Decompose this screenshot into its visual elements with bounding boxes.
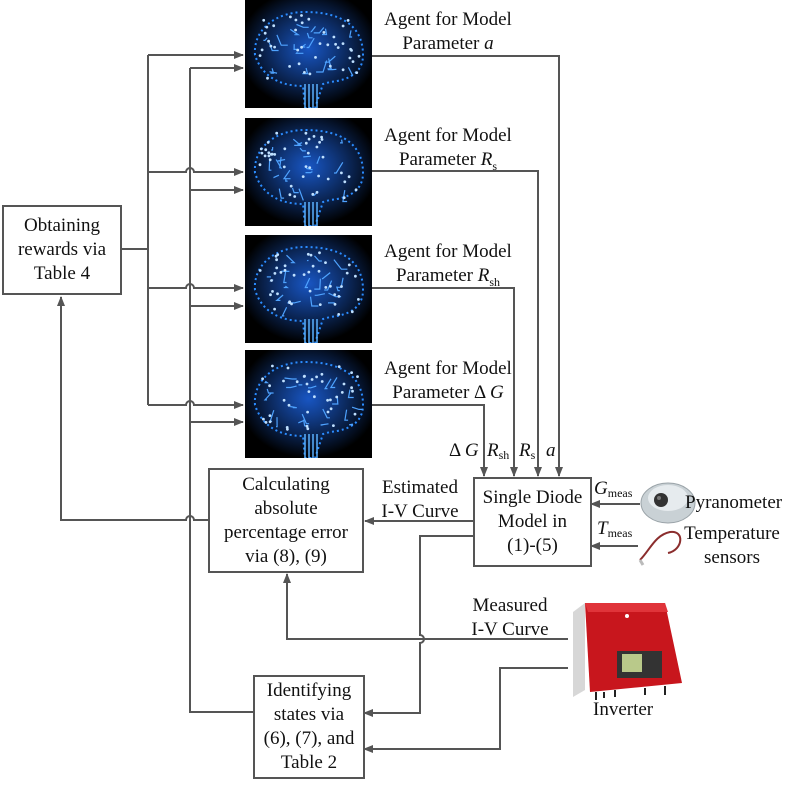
input-label-rsh: Rsh (487, 440, 510, 462)
agent-a-symbol: a (484, 33, 494, 54)
connector-diode-to-states (363, 535, 473, 717)
estimated-iv-curve-label: Estimated I-V Curve (381, 477, 459, 522)
agent-rs-title: Agent for Model Parameter Rs (384, 125, 512, 173)
brain-circuit-icon (245, 118, 372, 226)
pyranometer-label: Pyranometer (685, 492, 783, 513)
connector-inverter-to-states (363, 667, 568, 753)
connector-reward-to-agent2 (148, 167, 244, 176)
connector-inverter-to-calc (283, 573, 568, 640)
agent-rs-brain-image (245, 118, 372, 226)
input-label-delta-g: Δ G (449, 440, 479, 461)
connector-agent3-out-rsh (372, 287, 518, 477)
agent-a-title: Agent for Model Parameter a (384, 9, 512, 54)
temperature-sensors-label: Temperature sensors (684, 523, 780, 568)
inverter-label: Inverter (593, 699, 654, 720)
input-label-rs: Rs (519, 440, 536, 462)
input-label-a: a (546, 440, 556, 461)
brain-circuit-icon (245, 235, 372, 343)
agent-rsh-title: Agent for Model Parameter Rsh (384, 241, 512, 289)
rewards-box: Obtaining rewards via Table 4 (2, 205, 122, 295)
connector-reward-to-agent4 (148, 400, 244, 409)
single-diode-model-box: Single Diode Model in (1)-(5) (473, 477, 592, 567)
measured-iv-curve-label: Measured I-V Curve (471, 595, 549, 640)
pyranometer-image (640, 482, 696, 524)
agent-rsh-brain-image (245, 235, 372, 343)
brain-circuit-icon (245, 0, 372, 108)
connector-agent2-out-rs (372, 170, 542, 477)
connector-reward-to-agent3 (148, 283, 244, 292)
connector-calc-to-rewards (57, 296, 208, 521)
agent-dg-brain-image (245, 350, 372, 458)
brain-circuit-icon (245, 350, 372, 458)
calc-error-box: Calculating absolute percentage error vi… (208, 468, 364, 573)
connector-agent4-out-dg (372, 404, 488, 477)
t-meas-label: Tmeas (597, 518, 633, 540)
agent-a-brain-image (245, 0, 372, 108)
agent-dg-title: Agent for Model Parameter Δ G (384, 358, 512, 403)
connector-bus-states (189, 68, 253, 713)
g-meas-label: Gmeas (594, 478, 633, 500)
identify-states-box: Identifying states via (6), (7), and Tab… (253, 675, 365, 779)
connector-agent1-out-a (372, 55, 563, 477)
inverter-image (573, 603, 682, 700)
temperature-sensor-image (638, 530, 682, 566)
